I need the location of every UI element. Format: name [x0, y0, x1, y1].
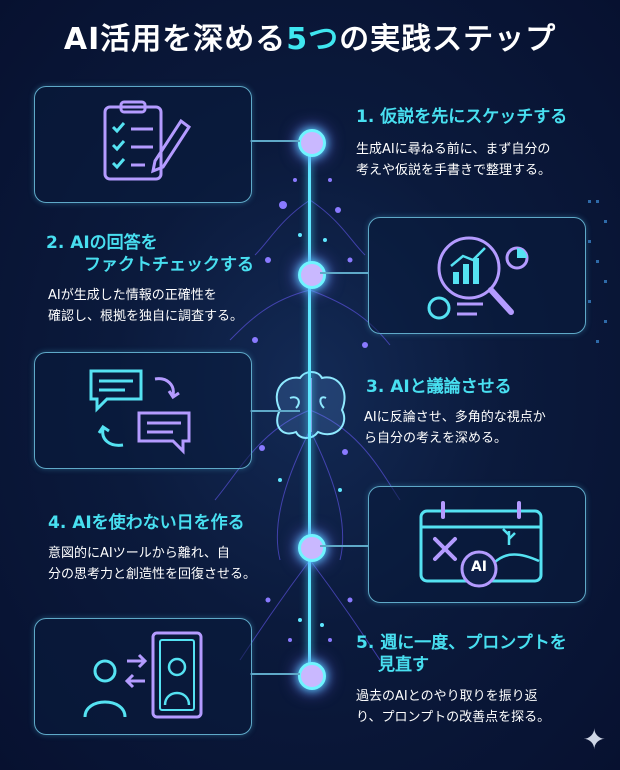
title-highlight: 5つ — [286, 22, 340, 57]
step-1-desc: 生成AIに尋ねる前に、まず自分の 考えや仮説を手書きで整理する。 — [356, 139, 551, 181]
step-5-desc: 過去のAIとのやり取りを振り返 り、プロンプトの改善点を探る。 — [356, 686, 550, 728]
step-1-card — [34, 86, 252, 203]
step-4-desc-line2: 分の思考力と創造性を回復させる。 — [48, 567, 257, 582]
chat-bubbles-icon — [89, 369, 191, 455]
step-3-card — [34, 352, 252, 469]
step-4-title: 4. AIを使わない日を作る — [48, 513, 245, 533]
checklist-pencil-icon — [103, 100, 192, 181]
step-1-desc-line2: 考えや仮説を手書きで整理する。 — [356, 163, 552, 178]
step-5-desc-line2: り、プロンプトの改善点を探る。 — [356, 710, 551, 725]
timeline-node-4 — [298, 662, 326, 690]
step-3-desc-line1: AIに反論させ、多角的な視点か — [364, 410, 546, 425]
connector-4 — [320, 545, 368, 547]
step-2-desc-line1: AIが生成した情報の正確性を — [48, 288, 217, 303]
person-mirror-icon — [83, 631, 203, 719]
step-5-card — [34, 618, 252, 735]
step-4-desc: 意図的にAIツールから離れ、自 分の思考力と創造性を回復させる。 — [48, 543, 256, 585]
connector-3 — [250, 410, 300, 412]
step-4-card: AI — [368, 486, 586, 603]
step-5-desc-line1: 過去のAIとのやり取りを振り返 — [356, 689, 538, 704]
step-2-card — [368, 217, 586, 334]
magnifier-chart-icon — [427, 236, 529, 320]
step-2-desc-line2: 確認し、根拠を独自に調査する。 — [48, 309, 244, 324]
step-1-title: 1. 仮説を先にスケッチする — [356, 107, 568, 127]
step-5-title-line1: 5. 週に一度、プロンプトを — [356, 633, 567, 653]
step-2-title: 2. AIの回答を ファクトチェックする — [34, 232, 254, 276]
connector-1 — [250, 140, 300, 142]
timeline-node-2 — [298, 261, 326, 289]
step-3-desc: AIに反論させ、多角的な視点か ら自分の考えを深める。 — [364, 407, 546, 449]
page-title: AI活用を深める5つの実践ステップ — [0, 14, 620, 58]
step-5-title-line2: 見直す — [378, 655, 429, 675]
timeline-node-1 — [298, 129, 326, 157]
step-3-desc-line2: ら自分の考えを深める。 — [364, 431, 508, 446]
calendar-no-ai-icon — [419, 501, 543, 588]
connector-5 — [250, 673, 300, 675]
timeline-node-3 — [298, 534, 326, 562]
timeline-line — [308, 138, 311, 678]
ai-badge-label: AI — [470, 559, 488, 575]
step-3-title: 3. AIと議論させる — [366, 377, 512, 397]
connector-2 — [320, 272, 368, 274]
step-2-title-line2: ファクトチェックする — [84, 255, 254, 275]
title-prefix: AI活用を深める — [63, 22, 287, 57]
step-2-desc: AIが生成した情報の正確性を 確認し、根拠を独自に調査する。 — [48, 285, 243, 327]
step-1-desc-line1: 生成AIに尋ねる前に、まず自分の — [356, 142, 551, 157]
sparkle-icon: ✦ — [582, 723, 606, 756]
step-5-title: 5. 週に一度、プロンプトを 見直す — [356, 632, 567, 676]
title-suffix: の実践ステップ — [339, 22, 557, 57]
step-4-desc-line1: 意図的にAIツールから離れ、自 — [48, 546, 230, 561]
dot-grid-decoration-right — [588, 200, 607, 343]
step-2-title-line1: 2. AIの回答を — [46, 233, 158, 253]
